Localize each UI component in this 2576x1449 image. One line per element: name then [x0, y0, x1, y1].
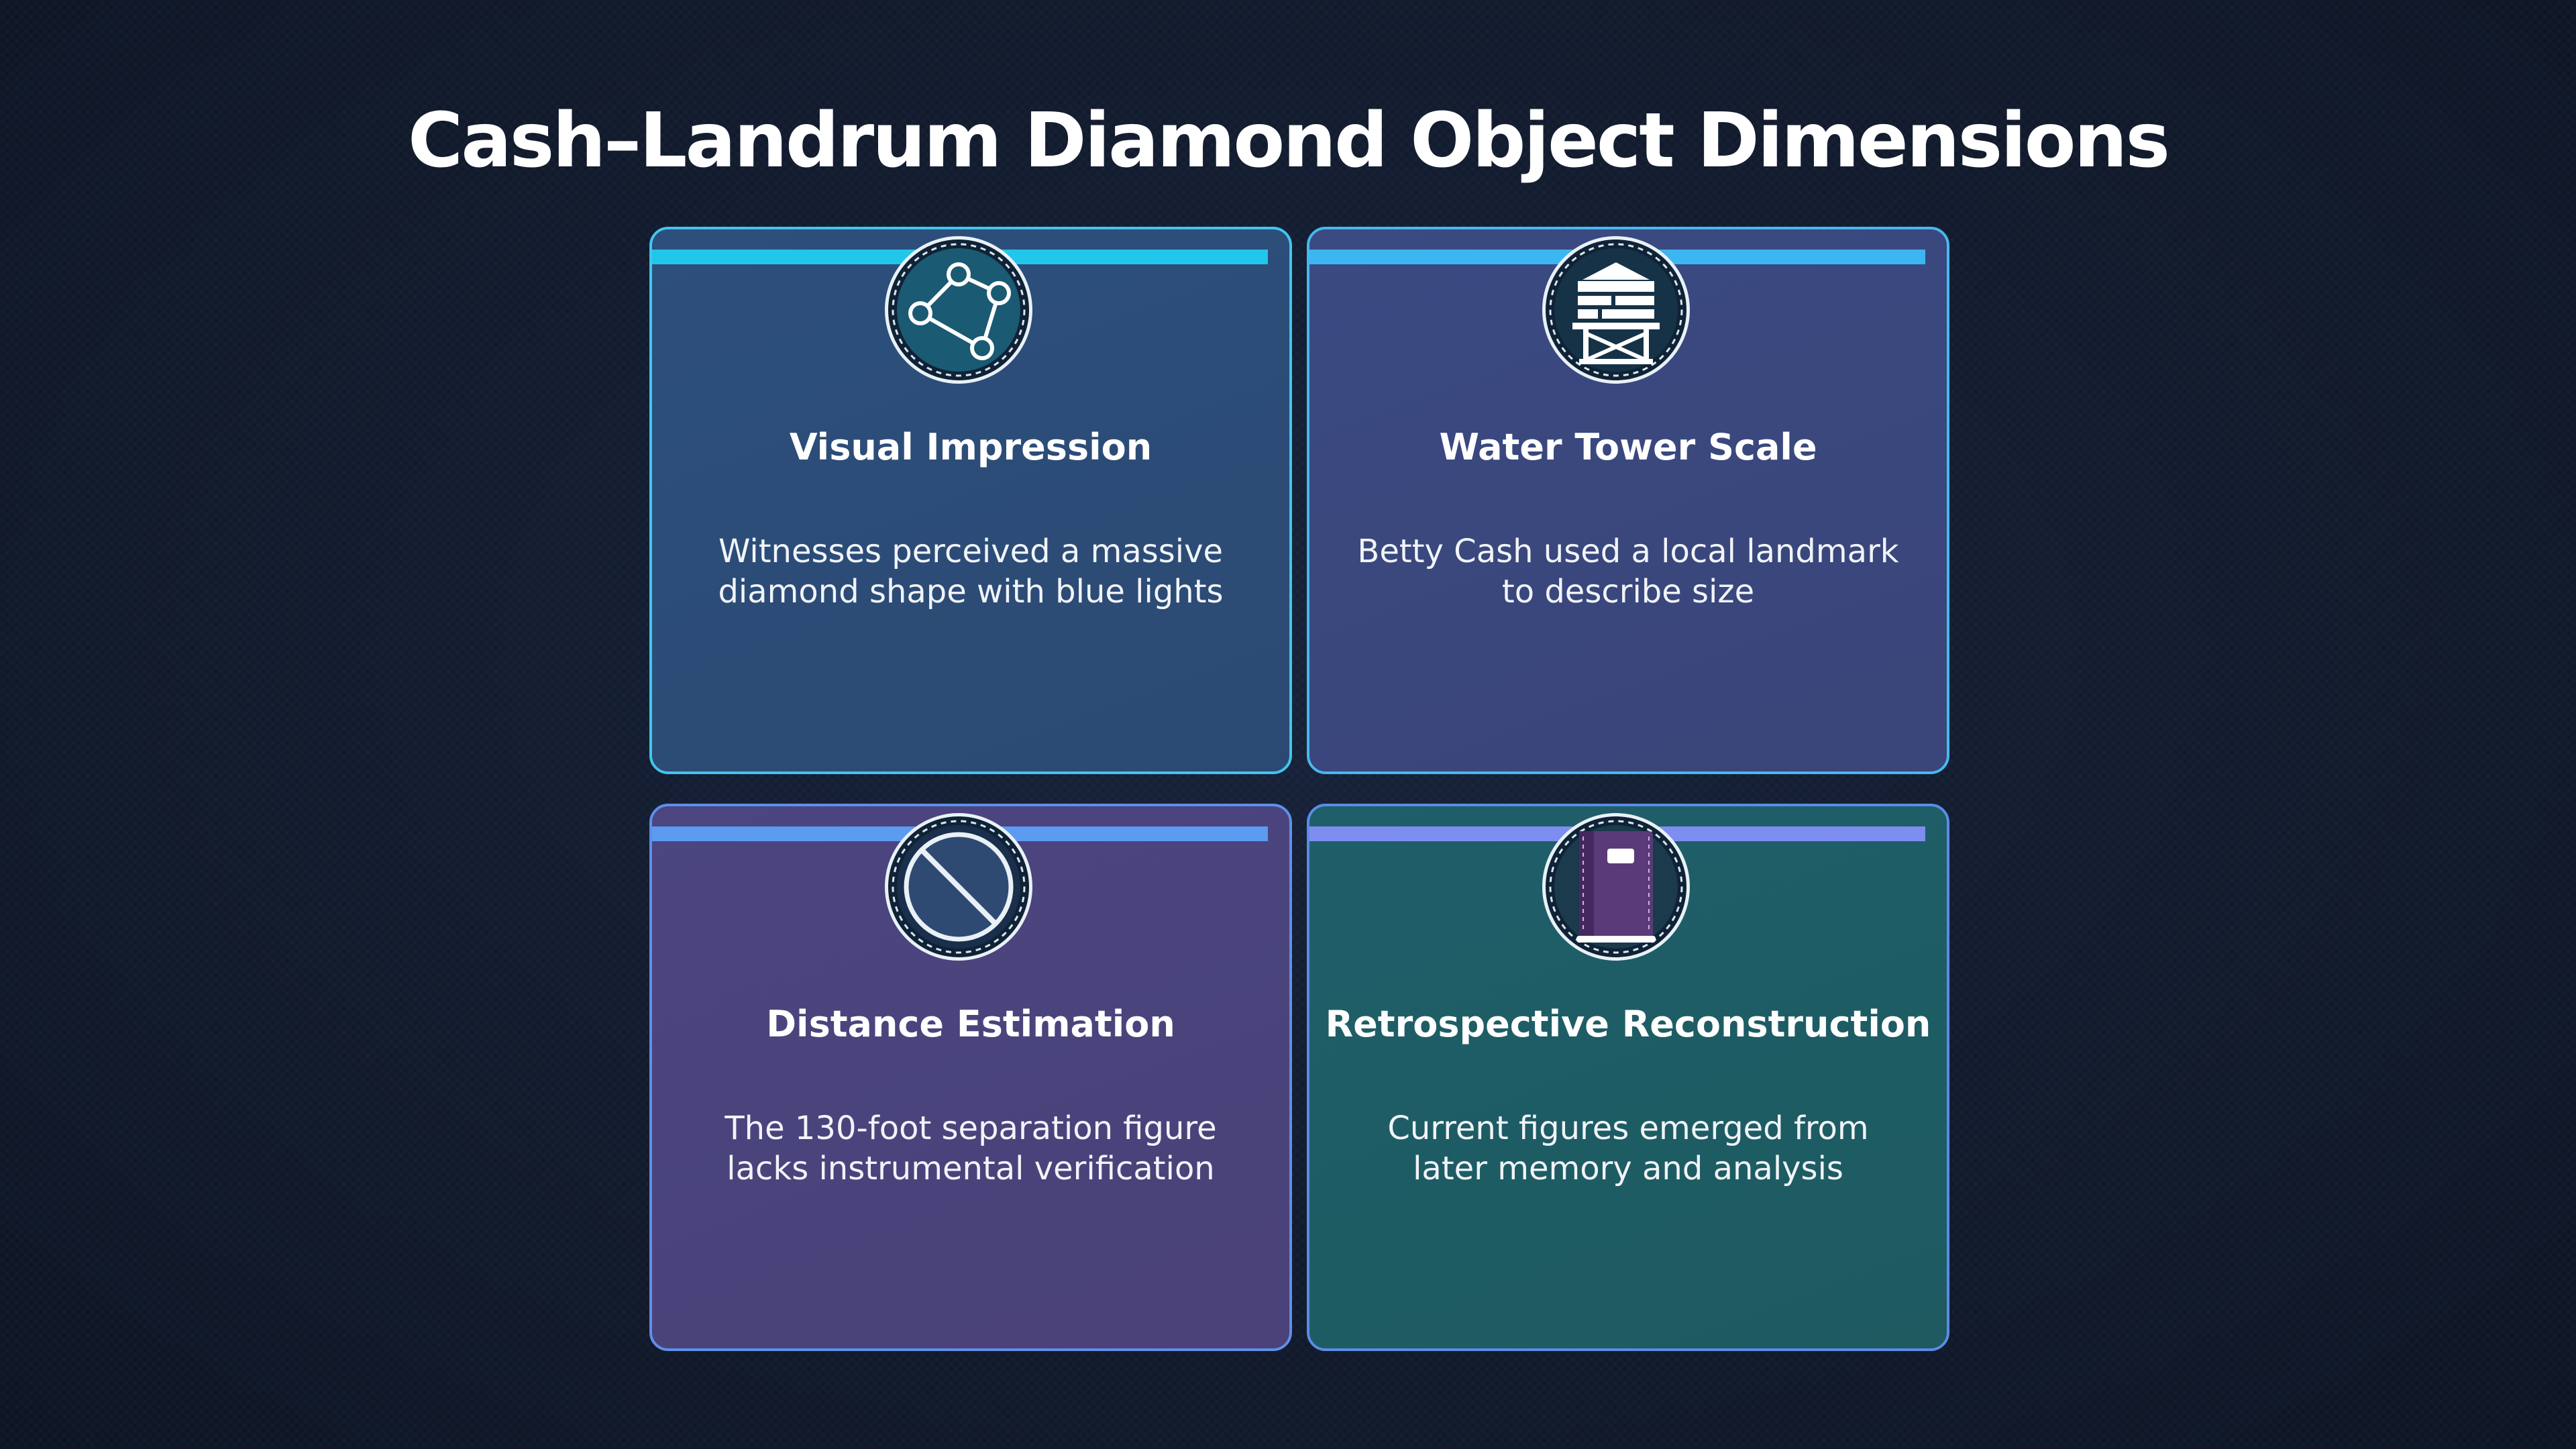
card-retrospective-reconstruction: Retrospective Reconstruction Current fig…: [1307, 804, 1949, 1351]
card-description: Current figures emerged from later memor…: [1387, 1110, 1869, 1187]
card-description: Betty Cash used a local landmark to desc…: [1357, 533, 1899, 610]
card-title: Distance Estimation: [766, 1003, 1175, 1045]
card-title: Water Tower Scale: [1439, 426, 1817, 468]
icon-badge: [1542, 813, 1690, 961]
card-title: Retrospective Reconstruction: [1325, 1003, 1931, 1045]
prohibited-icon: [892, 820, 1026, 954]
card-description: Witnesses perceived a massive diamond sh…: [718, 533, 1224, 610]
notebook-icon: [1549, 820, 1683, 954]
icon-badge: [885, 813, 1032, 961]
network-nodes-icon: [892, 243, 1026, 377]
icon-badge: [885, 236, 1032, 384]
card-description: The 130-foot separation figure lacks ins…: [724, 1110, 1217, 1187]
card-visual-impression: Visual Impression Witnesses perceived a …: [649, 227, 1292, 774]
card-distance-estimation: Distance Estimation The 130-foot separat…: [649, 804, 1292, 1351]
card-title: Visual Impression: [789, 426, 1152, 468]
page-title: Cash–Landrum Diamond Object Dimensions: [408, 97, 2170, 184]
water-tower-icon: [1549, 243, 1683, 377]
card-water-tower-scale: Water Tower Scale Betty Cash used a loca…: [1307, 227, 1949, 774]
icon-badge: [1542, 236, 1690, 384]
